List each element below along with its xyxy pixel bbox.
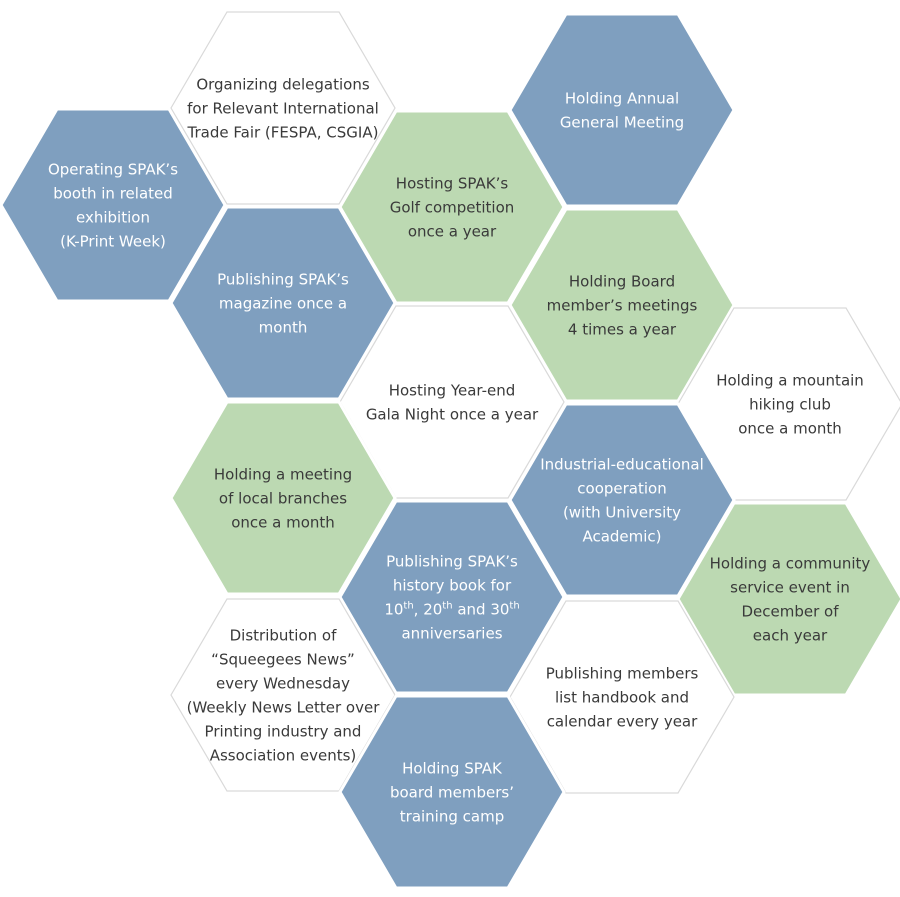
hexagon-label-line: December of [741,602,839,620]
hexagon-label-line: Publishing SPAK’s [217,270,349,288]
hexagon-label-line: Holding Board [569,272,675,290]
hexagon-label-line: once a year [408,222,497,240]
hexagon-label-line: Holding SPAK [402,759,503,777]
hexagon-members-handbook: Publishing members list handbook and calen… [509,600,735,794]
hexagon-shape [676,501,900,697]
hexagon-label-line: Publishing members [546,664,699,682]
hexagon-shape [0,107,227,303]
hexagon-label-line: (K-Print Week) [60,232,166,250]
hexagon-label-line: training camp [400,807,504,825]
hexagon-label: Industrial-educational cooperation (with U… [540,455,704,545]
hexagon-label-line: Holding a meeting [214,465,352,483]
hexagon-label-line: magazine once a [219,294,347,312]
hexagon-label-line: Academic) [582,527,661,545]
hexagon-label-line: cooperation [577,479,666,497]
hexagon-label-line: 10th, 20th and 30th [384,600,519,618]
hexagon-label: Holding a meeting of local branches once a… [214,465,352,531]
label-fragment: and 30 [453,600,510,618]
hexagon-label-line: every Wednesday [216,674,350,692]
superscript: th [509,600,519,611]
hexagon-label: Operating SPAK’s booth in related exhibiti… [48,160,178,250]
hexagon-training-camp: Holding SPAK board members’ training camp [338,694,566,890]
hexagon-label-line: each year [753,626,828,644]
hexagon-shape [509,600,735,794]
hexagon-label-line: Hosting Year-end [389,381,516,399]
hexagon-squeegees-news: Distribution of “Squeegees News” every Wed… [170,598,396,792]
hexagon-label-line: member’s meetings [547,296,698,314]
hexagon-label-line: (with University [563,503,681,521]
hexagon-label-line: (Weekly News Letter over [187,698,381,716]
hexagon-shape [338,694,566,890]
hexagon-label-line: General Meeting [560,113,684,131]
hexagon-label-line: calendar every year [547,712,698,730]
hexagon-shape [169,400,397,596]
hexagon-label-line: for Relevant International [187,99,379,117]
hexagon-label: Holding a community service event in Decem… [710,554,871,644]
hexagon-label-line: “Squeegees News” [211,650,355,668]
hexagon-label-line: booth in related [53,184,173,202]
hexagon-industrial-educational: Industrial-educational cooperation (with U… [508,402,736,598]
hexagon-label: Publishing members list handbook and calen… [546,664,699,730]
superscript: th [442,600,452,611]
hexagon-label: Organizing delegations for Relevant Inter… [187,75,379,141]
label-fragment: 10 [384,600,403,618]
hexagon-label-line: anniversaries [401,624,502,642]
hexagon-label-line: month [259,318,308,336]
hexagon-label: Holding a mountain hiking club once a mont… [716,371,864,437]
hexagon-label: Distribution of “Squeegees News” every Wed… [187,626,381,764]
hexagon-label: Holding SPAK board members’ training camp [390,759,514,825]
hexagon-shape [338,499,566,695]
hexagon-label-line: hiking club [749,395,831,413]
hexagon-kprint-booth: Operating SPAK’s booth in related exhibiti… [0,107,227,303]
hexagon-organizing-delegations: Organizing delegations for Relevant Inter… [170,11,396,205]
hexagon-label-line: Hosting SPAK’s [396,174,509,192]
hexagon-label-line: Trade Fair (FESPA, CSGIA) [187,123,379,141]
hexagon-label-line: Printing industry and [205,722,362,740]
hexagon-label-line: list handbook and [555,688,689,706]
hexagon-label-line: Gala Night once a year [366,405,539,423]
hexagon-hiking-club: Holding a mountain hiking club once a mont… [677,307,900,501]
hexagon-label-line: once a month [738,419,842,437]
hexagon-label-line: 4 times a year [568,320,677,338]
hexagon-shape [170,11,396,205]
hexagon-label-line: Holding Annual [565,89,679,107]
hexagon-shape [508,12,736,208]
hexagon-shape [169,205,397,401]
hexagon-label-line: Publishing SPAK’s [386,552,518,570]
hexagon-label-line: exhibition [76,208,150,226]
hexagon-label-line: Holding a mountain [716,371,864,389]
hexagon-label-line: Association events) [210,746,357,764]
hexagon-label-line: once a month [231,513,335,531]
hexagon-board-meetings: Holding Board member’s meetings 4 times a … [508,207,736,403]
hexagon-label-line: Organizing delegations [196,75,370,93]
label-fragment: , 20 [414,600,443,618]
hexagon-local-branches: Holding a meeting of local branches once a… [169,400,397,596]
hexagon-label-line: Distribution of [230,626,337,644]
hexagon-label: Publishing SPAK’s magazine once a month [217,270,349,336]
hexagon-publishing-magazine: Publishing SPAK’s magazine once a month [169,205,397,401]
hexagon-label-line: Golf competition [390,198,515,216]
hexagon-shape [508,207,736,403]
superscript: th [403,600,413,611]
hexagon-label-line: Industrial-educational [540,455,704,473]
hexagon-shape [508,402,736,598]
hexagon-label-line: history book for [393,576,512,594]
hexagon-label-line: Operating SPAK’s [48,160,178,178]
hexagon-label-line: board members’ [390,783,514,801]
hexagon-label-line: of local branches [219,489,347,507]
hexagon-label: Holding Board member’s meetings 4 times a … [547,272,698,338]
hexagon-community-service: Holding a community service event in Decem… [676,501,900,697]
hexagon-label-line: service event in [730,578,850,596]
hexagon-label-line: Holding a community [710,554,871,572]
